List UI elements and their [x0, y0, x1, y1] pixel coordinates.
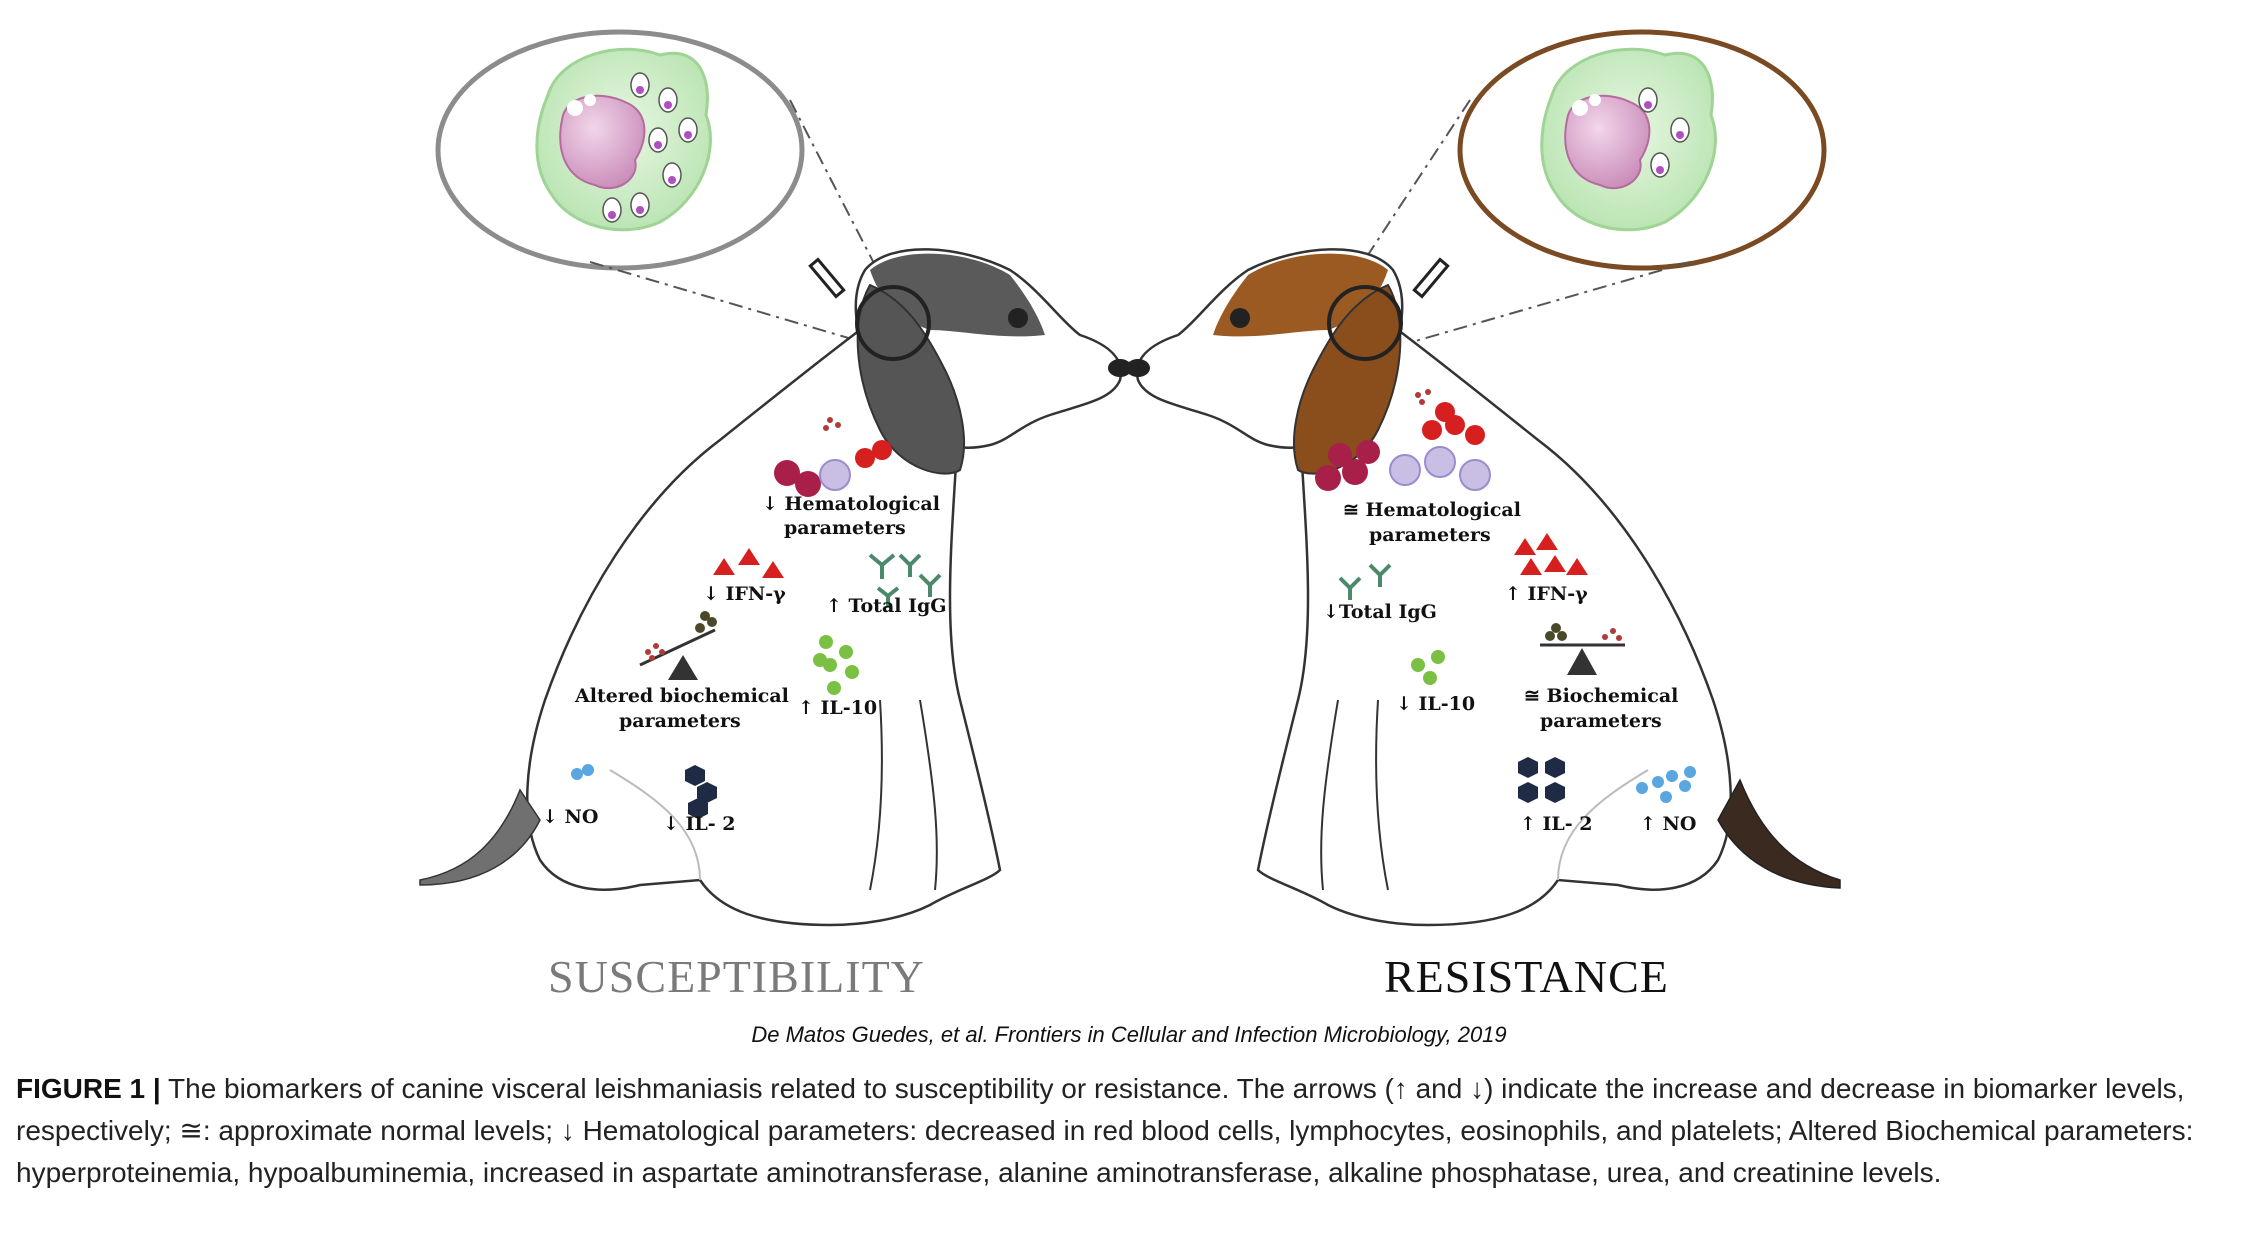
left-no-label: ↓ NO	[542, 806, 598, 828]
right-blood-cells-icon	[1315, 389, 1491, 491]
right-connector-line	[1357, 99, 1471, 271]
left-connector-line	[589, 261, 863, 343]
susceptibility-title: SUSCEPTIBILITY	[548, 951, 925, 1002]
left-no-icon	[571, 764, 594, 780]
left-hematological-label: ↓ Hematological	[762, 493, 940, 515]
right-ifn-icon	[1514, 533, 1588, 575]
figure-illustration: ↓ Hematological parameters ↓ IFN-γ ↑ Tot…	[419, 29, 1841, 927]
figure-caption-text: The biomarkers of canine visceral leishm…	[16, 1073, 2194, 1188]
left-biochem-label-2: parameters	[619, 710, 741, 732]
right-igg-label: ↓Total IgG	[1323, 601, 1437, 623]
right-hematological-label: ≅ Hematological	[1343, 499, 1521, 521]
left-blood-cells-icon	[774, 417, 892, 497]
left-ifn-icon	[713, 548, 784, 578]
figure-panel: ↓ Hematological parameters ↓ IFN-γ ↑ Tot…	[419, 29, 1841, 1002]
right-hematological-label-2: parameters	[1369, 524, 1491, 546]
right-infected-cell	[1540, 47, 1717, 232]
left-dog: ↓ Hematological parameters ↓ IFN-γ ↑ Tot…	[419, 29, 1132, 927]
right-igg-icon	[1338, 563, 1392, 600]
right-balance-icon	[1540, 623, 1625, 675]
figure-caption-label: FIGURE 1 |	[16, 1073, 161, 1104]
left-connector-line	[789, 99, 881, 276]
left-ifn-label: ↓ IFN-γ	[703, 583, 786, 605]
right-il2-label: ↑ IL- 2	[1520, 813, 1593, 835]
right-dog: ≅ Hematological parameters ↓Total IgG ↑ …	[1126, 29, 1841, 927]
right-il10-label: ↓ IL-10	[1396, 693, 1475, 715]
left-dog-tail	[419, 788, 541, 886]
right-connector-line	[1411, 261, 1691, 343]
right-biochem-label-2: parameters	[1540, 710, 1662, 732]
left-hematological-label-2: parameters	[784, 517, 906, 539]
left-igg-label: ↑ Total IgG	[826, 595, 947, 617]
left-il10-label: ↑ IL-10	[798, 697, 877, 719]
figure-citation: De Matos Guedes, et al. Frontiers in Cel…	[751, 1022, 1507, 1047]
right-ifn-label: ↑ IFN-γ	[1505, 583, 1588, 605]
left-igg-icon	[868, 553, 942, 608]
left-infected-cell	[535, 47, 712, 232]
right-il2-icon	[1518, 757, 1565, 803]
left-magnifier-icon	[855, 285, 931, 361]
right-il10-icon	[1411, 650, 1445, 685]
left-il2-icon	[685, 765, 717, 819]
figure-caption: FIGURE 1 | The biomarkers of canine visc…	[16, 1068, 2242, 1194]
right-biochem-label: ≅ Biochemical	[1524, 685, 1678, 707]
left-balance-icon	[639, 611, 717, 680]
right-magnifier-icon	[1327, 285, 1403, 361]
right-dog-tail	[1717, 778, 1841, 889]
right-no-icon	[1636, 766, 1696, 803]
left-il2-label: ↓ IL- 2	[663, 813, 736, 835]
right-no-label: ↑ NO	[1640, 813, 1696, 835]
left-biochem-label: Altered biochemical	[574, 685, 789, 707]
resistance-title: RESISTANCE	[1384, 951, 1669, 1002]
left-il10-icon	[813, 635, 859, 695]
